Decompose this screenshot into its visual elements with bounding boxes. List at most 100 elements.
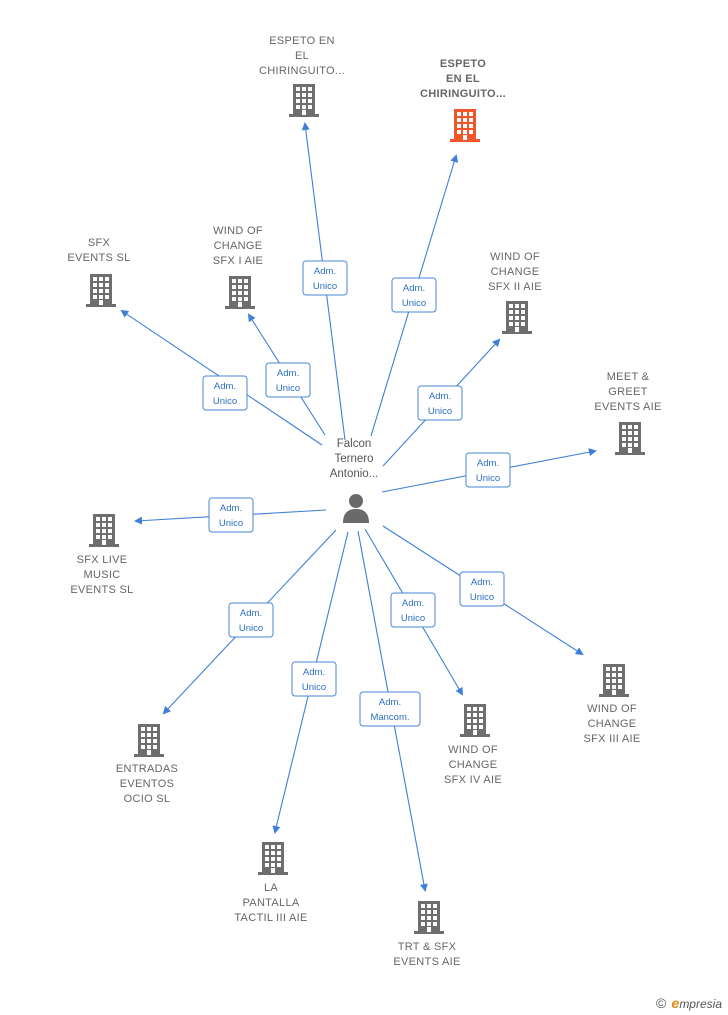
role-label-line: Unico [401,613,425,624]
role-badge-wocsfx4[interactable]: Adm. Unico [390,592,436,628]
role-label-line: Unico [476,473,500,484]
company-name-line: MEET & [607,371,650,383]
copyright-symbol: © [655,995,667,1011]
role-label: Adm.Unico [428,391,452,417]
role-label-line: Adm. [429,391,451,402]
role-label: Adm.Unico [239,608,263,634]
company-name-line: MUSIC [84,569,121,581]
role-label-line: Adm. [277,368,299,379]
building-icon[interactable] [289,84,319,117]
role-label-line: Mancom. [370,712,409,723]
role-label-line: Unico [470,592,494,603]
building-icon[interactable] [258,842,288,875]
role-label-line: Adm. [471,577,493,588]
company-name-line: EL [295,50,309,62]
company-name-line: OCIO SL [124,793,171,805]
role-badge-sfxlive[interactable]: Adm.Unico [208,497,254,533]
company-name-line: EVENTS AIE [594,401,661,413]
role-badge-trtsfx[interactable]: Adm.Mancom. [359,691,421,727]
company-name-line: CHANGE [214,240,263,252]
role-badge-meetgreet[interactable]: Adm.Unico [465,452,511,488]
company-node-espeto2[interactable]: ESPETO EN EL CHIRINGUITO... [420,58,506,142]
role-label: Adm.Unico [219,503,243,529]
person-name-line: Falcon [337,438,372,450]
building-icon[interactable] [502,301,532,334]
brand-logo-text: mpresia [679,997,722,1011]
role-badge-wocsfx1[interactable]: Adm.Unico [265,362,311,398]
company-name-line: WIND OF [587,703,637,715]
role-label: Adm.Unico [476,458,500,484]
company-name-line: WIND OF [490,251,540,263]
company-name-line: WIND OF [448,744,498,756]
role-label-line: Adm. [303,667,325,678]
role-badge-wocsfx3[interactable]: Adm. Unico [459,571,505,607]
role-label: Adm. Unico [401,598,425,624]
role-label-line: Unico [402,298,426,309]
role-label-line: Adm. [403,283,425,294]
company-name-line: TRT & SFX [398,941,457,953]
company-name-line: SFX LIVE [77,554,128,566]
role-badge-sfxevents[interactable]: Adm.Unico [202,375,248,411]
company-name-line: CHANGE [588,718,637,730]
building-icon[interactable] [134,724,164,757]
company-name-line: ESPETO [440,58,486,70]
role-label-line: Unico [213,396,237,407]
company-name-line: ENTRADAS [116,763,178,775]
building-icon[interactable] [89,514,119,547]
building-icon[interactable] [615,422,645,455]
role-label: Adm.Unico [213,381,237,407]
building-icon[interactable] [225,276,255,309]
company-name-line: TACTIL III AIE [234,912,307,924]
role-badge-espeto2[interactable]: Adm. Unico [391,277,437,313]
role-label-line: Adm. [402,598,424,609]
role-badge-pantalla[interactable]: Adm. Unico [291,661,337,697]
company-name-line: CHIRINGUITO... [420,88,506,100]
role-label: Adm. Unico [470,577,494,603]
role-label-line: Unico [313,281,337,292]
role-label-line: Unico [302,682,326,693]
building-icon[interactable] [450,109,480,142]
building-icon[interactable] [599,664,629,697]
role-badge-espeto1[interactable]: Adm. Unico [302,260,348,296]
company-name-line: WIND OF [213,225,263,237]
role-label: Adm. Unico [313,266,337,292]
role-badge-entradas[interactable]: Adm.Unico [228,602,274,638]
role-badge-wocsfx2[interactable]: Adm.Unico [417,385,463,421]
role-label: Adm. Unico [302,667,326,693]
company-name-line: CHIRINGUITO... [259,65,345,77]
company-name-line: EN EL [446,73,480,85]
brand-logo-initial: e [671,995,680,1011]
role-label-line: Adm. [314,266,336,277]
company-name: ESPETO EN EL CHIRINGUITO... [420,58,506,100]
building-icon[interactable] [414,901,444,934]
building-icon[interactable] [460,704,490,737]
role-label-line: Unico [239,623,263,634]
company-name-line: SFX IV AIE [444,774,502,786]
person-icon[interactable] [343,494,369,523]
footer-brand[interactable]: © empresia [656,995,722,1011]
role-label: Adm.Unico [276,368,300,394]
building-icon[interactable] [86,274,116,307]
role-label-line: Adm. [220,503,242,514]
